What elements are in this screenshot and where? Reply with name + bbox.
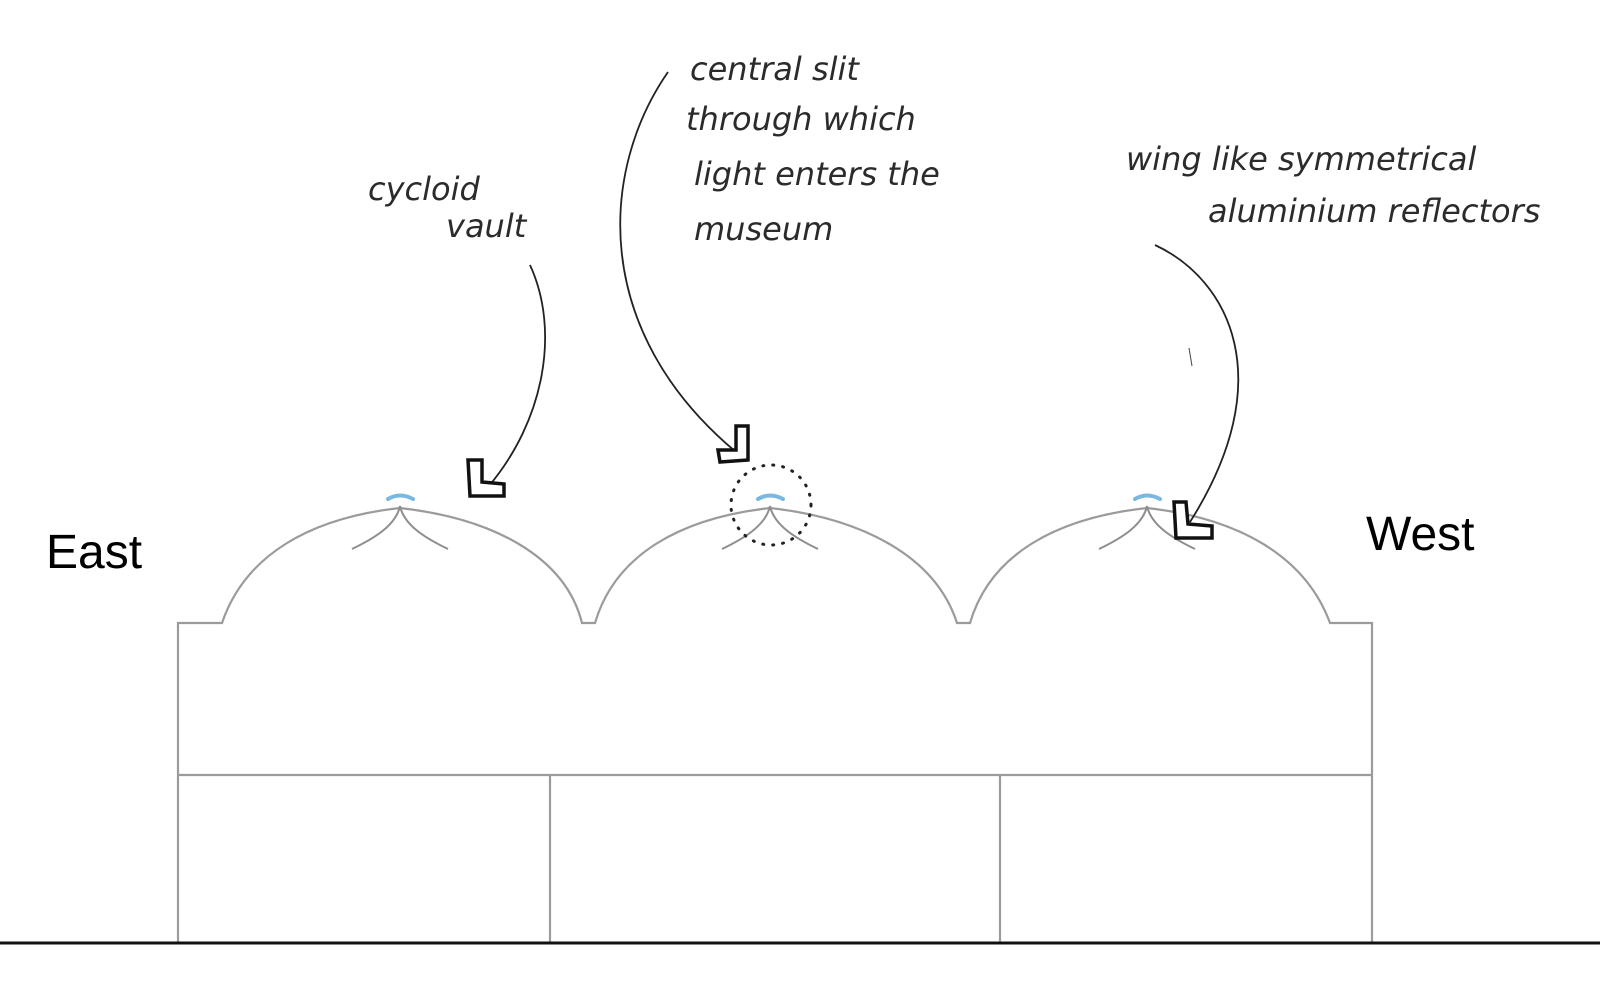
label-west: West: [1366, 508, 1474, 561]
vault-west: [1098, 493, 1196, 550]
reflector-west-left: [1098, 505, 1148, 550]
annotation-cycloid-line-1: cycloid: [368, 170, 480, 208]
leader-reflectors: [1154, 244, 1240, 523]
arrowhead-reflectors-icon: [1172, 500, 1214, 540]
light-slit-east: [386, 493, 415, 501]
light-slit-west: [1133, 493, 1162, 501]
building-roof-outline: [176, 506, 1374, 942]
annotation-slit-line-4: museum: [694, 210, 833, 248]
label-east: East: [46, 526, 142, 579]
reflector-east-right: [399, 505, 449, 550]
annotation-reflectors: wing like symmetrical aluminium reflecto…: [1126, 140, 1540, 540]
annotation-slit-line-1: central slit: [690, 50, 860, 88]
annotation-slit-line-2: through which: [686, 100, 916, 138]
annotation-reflectors-line-1: wing like symmetrical: [1126, 140, 1476, 178]
leader-cycloid: [487, 264, 546, 488]
reflector-west-right: [1146, 505, 1196, 550]
annotation-cycloid-vault: cycloid vault: [368, 170, 546, 498]
annotation-central-slit: central slit through which light enters …: [619, 50, 940, 464]
arrowhead-cycloid-icon: [466, 458, 506, 498]
light-slit-central: [756, 493, 785, 501]
reflector-central-right: [769, 505, 819, 550]
annotation-reflectors-line-2: aluminium reflectors: [1208, 192, 1540, 230]
vault-east: [351, 493, 449, 550]
vault-central: [721, 493, 819, 550]
reflector-east-left: [351, 505, 401, 550]
pencil-mark: [1188, 347, 1193, 367]
arrowhead-slit-icon: [715, 424, 750, 464]
reflector-central-left: [721, 505, 771, 550]
leader-slit: [619, 71, 737, 453]
annotation-slit-line-3: light enters the: [694, 155, 940, 193]
slit-highlight-circle: [729, 463, 813, 547]
annotation-cycloid-line-2: vault: [446, 207, 528, 245]
